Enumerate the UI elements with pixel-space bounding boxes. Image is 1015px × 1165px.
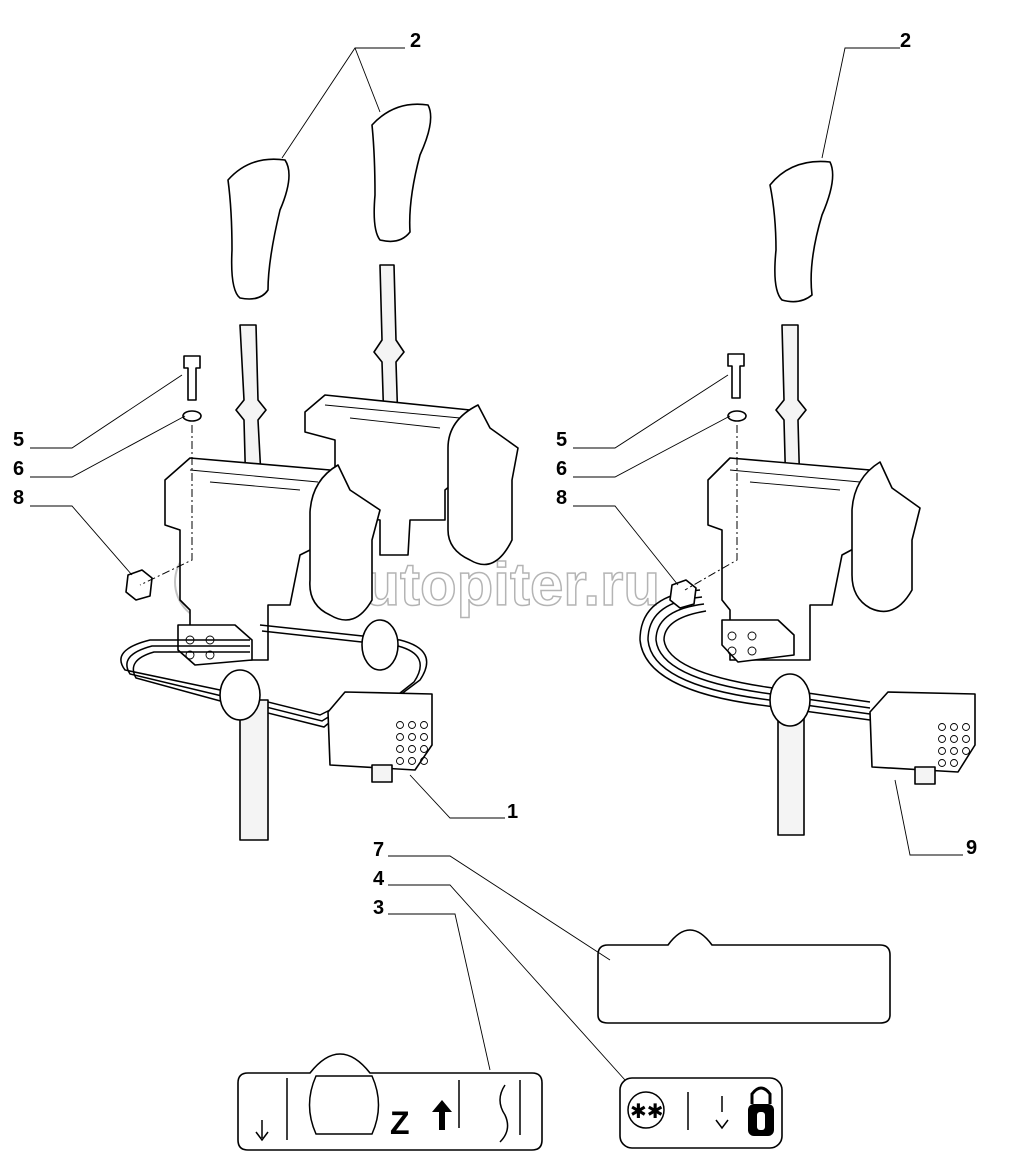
nut-left [125,569,153,601]
connector-12pin-left [327,691,433,771]
z-symbol: Z [390,1105,410,1141]
wire-harness-left [120,619,428,841]
snowflake-symbol: ✱✱ [630,1101,664,1123]
switch-front [309,464,381,621]
callout-6-right: 6 [556,458,567,480]
callout-7: 7 [373,839,384,861]
lift-symbol-icon [255,1078,288,1142]
knob-left-2 [371,103,432,243]
up-arrow-icon [432,1100,452,1130]
decal-large: Z [237,1053,543,1151]
wire-harness-right [639,589,871,836]
callout-1: 1 [507,801,518,823]
decal-small: ✱✱ [619,1077,783,1149]
callout-3: 3 [373,897,384,919]
connector-small-right [721,619,795,663]
callout-6-left: 6 [13,458,24,480]
callout-9: 9 [966,837,977,859]
leader-lines [30,47,963,1081]
knob-right [769,160,834,303]
left-control-assembly [120,103,519,841]
callout-8-right: 8 [556,487,567,509]
window-symbol [308,1075,380,1135]
callout-5-left: 5 [13,429,24,451]
bolt-right [727,353,745,399]
decal-blank [597,929,891,1024]
rotation-symbol [627,1091,665,1129]
callout-8-left: 8 [13,487,24,509]
connector-12pin-right [869,691,976,773]
callout-2-right: 2 [900,30,911,52]
washer-left [182,410,202,422]
callout-4: 4 [373,868,385,890]
knob-left-1 [227,158,290,300]
nut-right [669,579,697,609]
callout-5-right: 5 [556,429,567,451]
bolt-left [183,355,201,401]
callout-2-left: 2 [410,30,421,52]
washer-right [727,410,747,422]
connector-small-left [177,624,253,666]
switch-right [851,461,921,613]
right-control-assembly [639,160,976,836]
switch-rear [447,404,519,566]
